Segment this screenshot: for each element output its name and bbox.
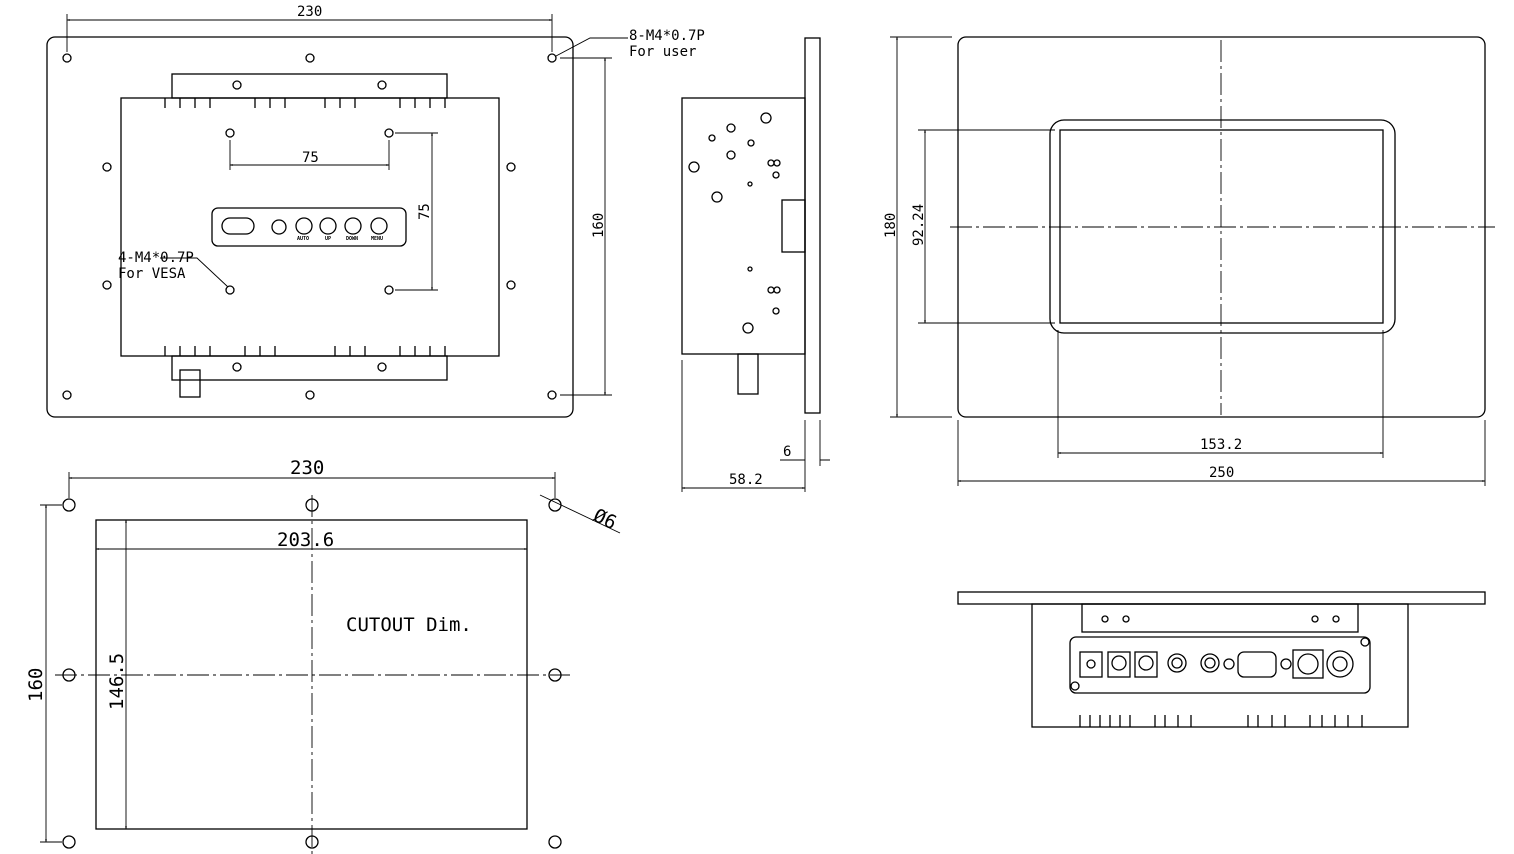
vesa-note-2: For VESA: [118, 266, 186, 282]
dim-hole-span: 230: [290, 457, 324, 479]
cutout-title: CUTOUT Dim.: [346, 614, 472, 636]
dim-width-230: 230: [297, 4, 322, 20]
dim-height-160: 160: [591, 213, 607, 238]
dim-hole-dia: Ø6: [590, 505, 620, 535]
dim-screen-h: 92.24: [911, 204, 927, 246]
button-up: UP: [325, 236, 331, 242]
dim-vesa-v: 75: [417, 203, 433, 220]
side-view: 58.2 6: [681, 37, 830, 492]
button-auto: AUTO: [297, 236, 309, 242]
dim-screen-w: 153.2: [1200, 437, 1242, 453]
button-menu: MENU: [371, 236, 383, 242]
dim-depth: 58.2: [729, 472, 763, 488]
front-view: 180 92.24 153.2 250: [883, 36, 1495, 486]
vesa-note-1: 4-M4*0.7P: [118, 250, 194, 266]
bottom-view: [957, 591, 1486, 728]
dim-width-250: 250: [1209, 465, 1234, 481]
user-note-1: 8-M4*0.7P: [629, 28, 705, 44]
dim-vesa-h: 75: [302, 150, 319, 166]
cutout-view: 230 203.6 146.5 160 Ø6 CUTOUT Dim.: [25, 457, 621, 854]
dim-plate: 6: [783, 444, 791, 460]
dim-cutout-h: 146.5: [106, 653, 128, 710]
dim-cutout-w: 203.6: [277, 529, 334, 551]
mounting-holes: [62, 53, 557, 400]
user-note-2: For user: [629, 44, 696, 60]
dim-height-180: 180: [883, 213, 899, 238]
button-panel: AUTO UP DOWN MENU: [211, 207, 407, 247]
rear-view: AUTO UP DOWN MENU 230 160 75 75 8-M4*0.7…: [46, 4, 705, 418]
dim-hole-v: 160: [25, 668, 47, 702]
button-down: DOWN: [346, 236, 358, 242]
